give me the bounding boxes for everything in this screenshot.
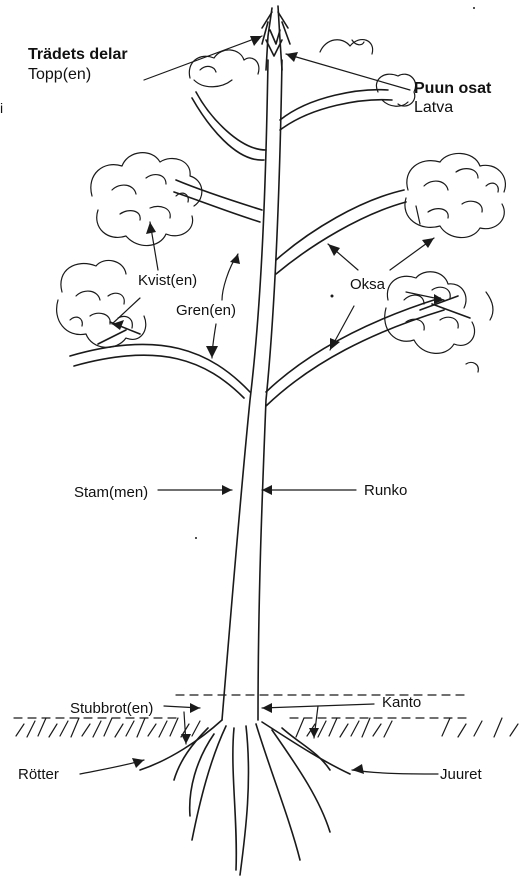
- label-stam: Stam(men): [74, 484, 148, 501]
- arrowheads: [112, 36, 444, 774]
- hatch-stroke: [27, 721, 35, 737]
- ground-hatching: [16, 718, 518, 737]
- hatch-stroke: [373, 724, 381, 736]
- hatch-stroke: [170, 718, 178, 736]
- hatch-stroke: [351, 721, 359, 736]
- stray-letter: i: [0, 100, 3, 117]
- hatch-stroke: [38, 718, 46, 736]
- hatch-stroke: [137, 718, 145, 737]
- hatch-stroke: [192, 721, 200, 736]
- hatch-stroke: [362, 718, 370, 737]
- hatch-stroke: [458, 724, 466, 737]
- hatch-stroke: [494, 718, 502, 737]
- foliage-left-upper: [91, 153, 202, 246]
- label-latva: Latva: [414, 99, 453, 116]
- pointer-juuret: [352, 770, 438, 774]
- hatch-stroke: [82, 724, 90, 736]
- label-rotter: Rötter: [18, 766, 59, 783]
- hatch-stroke: [340, 724, 348, 737]
- hatch-stroke: [126, 721, 134, 736]
- foliage-top-right: [320, 40, 416, 107]
- label-oksa: Oksa: [350, 276, 385, 293]
- hatch-stroke: [16, 724, 24, 736]
- label-kanto: Kanto: [382, 694, 421, 711]
- label-kvist: Kvist(en): [138, 272, 197, 289]
- label-runko: Runko: [364, 482, 407, 499]
- pointer-lines: [80, 36, 444, 774]
- foliage-right-lower: [385, 272, 493, 372]
- hatch-stroke: [60, 721, 68, 736]
- hatch-stroke: [49, 724, 57, 737]
- pointer-kvist-down: [112, 298, 140, 324]
- hatch-stroke: [384, 721, 392, 737]
- pointer-latva: [286, 54, 410, 90]
- title-swedish: Trädets delar: [28, 46, 128, 63]
- hatch-stroke: [510, 724, 518, 736]
- hatch-stroke: [148, 724, 156, 736]
- hatch-stroke: [71, 718, 79, 737]
- crown-tip: [262, 6, 290, 70]
- label-gren: Gren(en): [176, 302, 236, 319]
- foliage-top-left: [189, 50, 259, 87]
- hatch-stroke: [474, 721, 482, 736]
- label-stubbrot: Stubbrot(en): [70, 700, 153, 717]
- hatch-stroke: [318, 721, 326, 737]
- foliage-left-lower: [57, 260, 146, 347]
- pointer-topp: [144, 36, 262, 80]
- hatch-stroke: [159, 721, 167, 737]
- roots: [140, 720, 350, 875]
- foliage-right-upper: [405, 153, 506, 237]
- hatch-stroke: [104, 718, 112, 736]
- hatch-stroke: [329, 718, 337, 736]
- label-juuret: Juuret: [440, 766, 482, 783]
- label-topp: Topp(en): [28, 66, 91, 83]
- title-finnish: Puun osat: [414, 80, 491, 97]
- hatch-stroke: [115, 724, 123, 737]
- hatch-stroke: [442, 718, 450, 736]
- hatch-stroke: [296, 718, 304, 737]
- hatch-stroke: [93, 721, 101, 737]
